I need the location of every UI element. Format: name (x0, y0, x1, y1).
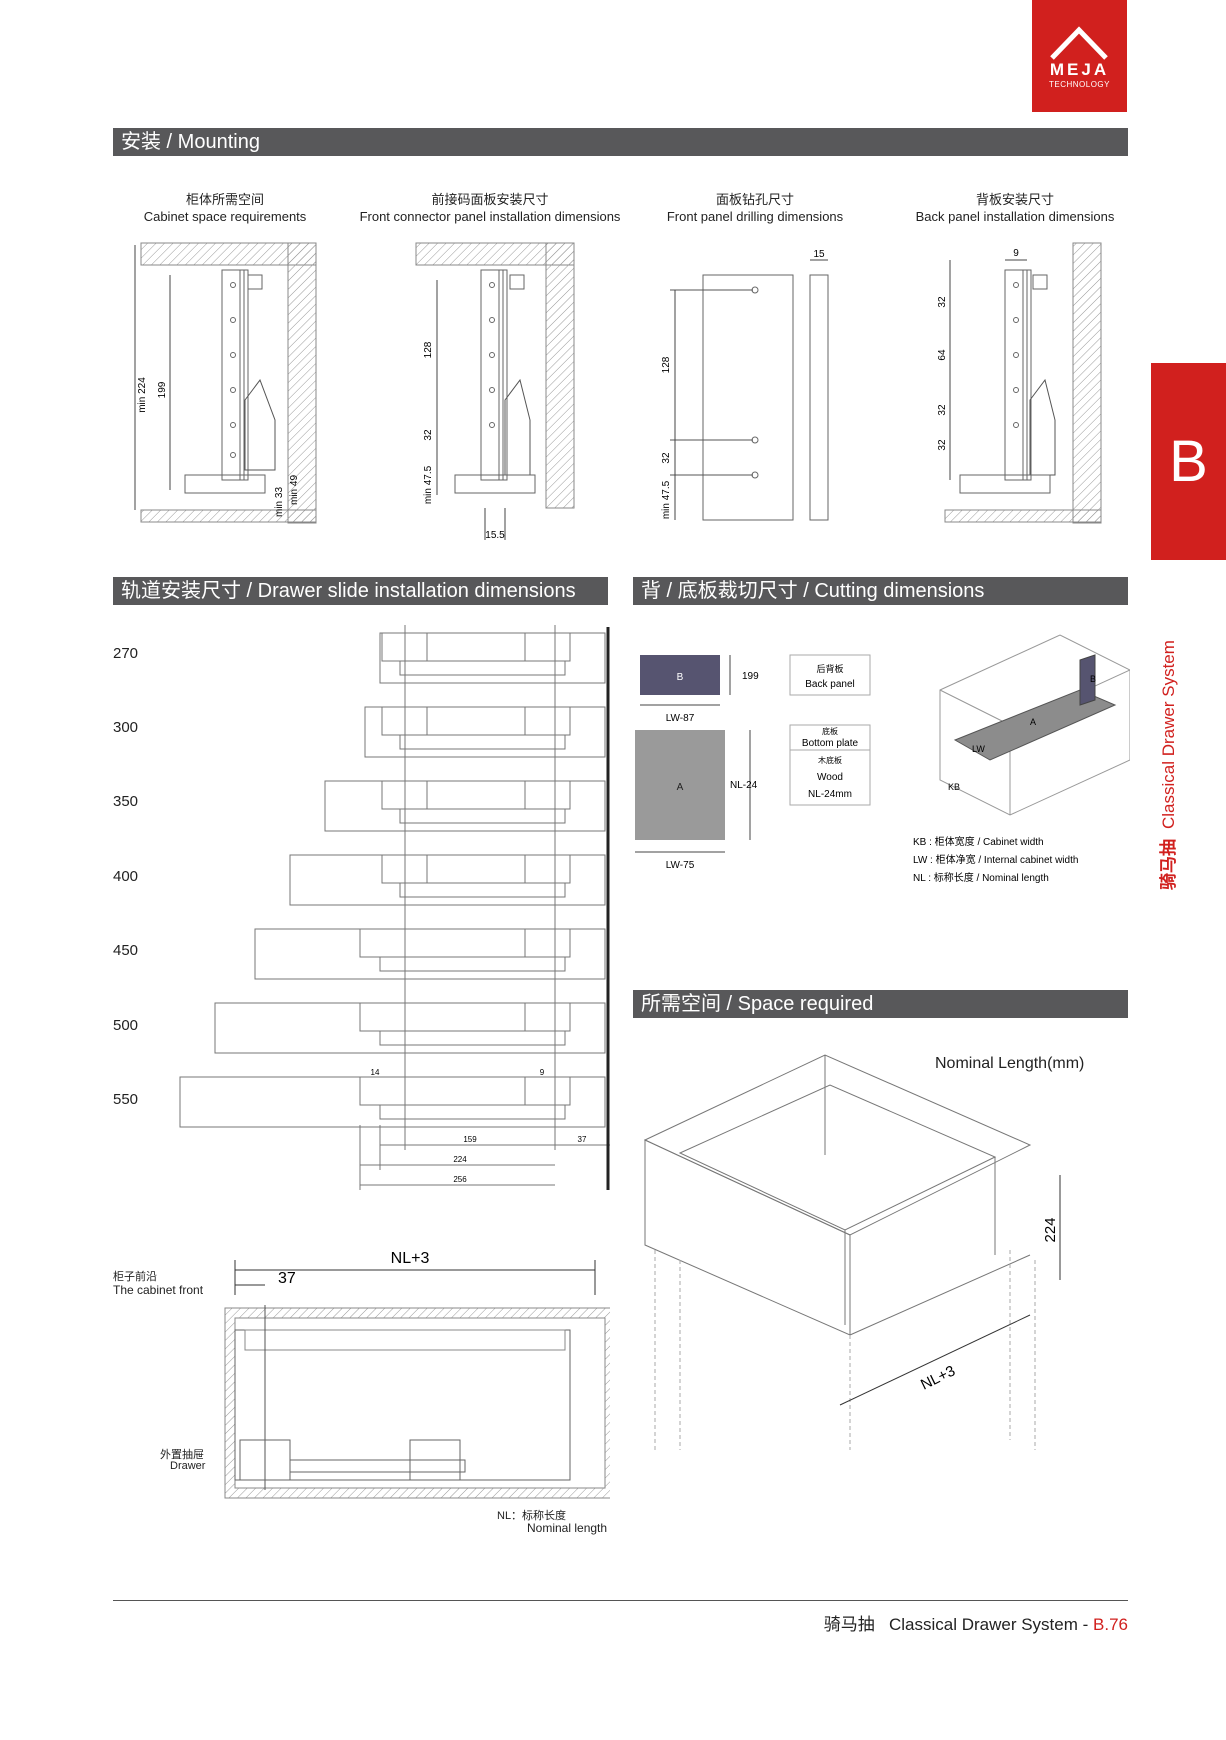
nl-label-en: Nominal length (527, 1521, 608, 1535)
back-panel-width: LW-87 (666, 713, 695, 724)
dim-64: 64 (937, 349, 948, 361)
cabinet-front-label-cn: 柜子前沿 (113, 1271, 157, 1283)
bottom-plate-label-en: Bottom plate (802, 738, 859, 749)
dim-nl-plus-3: NL+3 (391, 1250, 430, 1267)
dim-9: 9 (1013, 248, 1019, 259)
brand-sub: TECHNOLOGY (1048, 80, 1110, 89)
dim-min47-5: min 47.5 (423, 465, 434, 504)
back-panel-block (640, 655, 720, 695)
bottom-plate-letter: A (677, 782, 684, 793)
legend-lw: LW : 柜体净宽 / Internal cabinet width (913, 853, 1078, 866)
dim-min33: min 33 (274, 487, 285, 517)
bottom-plate-material-cn: 木底板 (818, 755, 842, 765)
iso-label-kb: KB (948, 782, 960, 792)
iso-bottom-plate (953, 689, 1117, 761)
back-panel-label-box (789, 654, 871, 696)
drawer-label-cn: 外置抽屉 (160, 1449, 204, 1461)
dim-199: 199 (157, 381, 168, 398)
space-title: Nominal Length(mm) (935, 1055, 1085, 1072)
footer: 骑马抽 Classical Drawer System - B.76 (824, 1610, 1128, 1635)
bottom-plate-material-box (789, 749, 871, 806)
footer-divider (113, 1600, 1128, 1601)
slide-dim-37: 37 (578, 1135, 587, 1144)
iso-back-panel (1079, 654, 1096, 706)
brand-name: MEJA (1049, 60, 1110, 79)
side-tab-letter: B (1151, 363, 1226, 560)
footer-en: Classical Drawer System - (888, 1615, 1089, 1634)
dim-15: 15 (813, 249, 825, 260)
slide-dim-159: 159 (463, 1135, 477, 1144)
section-slide-title: 轨道安装尺寸 / Drawer slide installation dimen… (113, 577, 608, 605)
back-panel-height: 199 (742, 671, 759, 682)
slide-dim-9: 9 (540, 1068, 545, 1077)
dim-128: 128 (423, 341, 434, 358)
bottom-plate-width: LW-75 (666, 860, 695, 871)
iso-label-lw: LW (972, 744, 985, 754)
bottom-plate-block (635, 730, 725, 840)
slide-dim-14: 14 (371, 1068, 380, 1077)
back-panel-label-en: Back panel (805, 679, 854, 690)
slide-length-500: 500 (113, 1017, 139, 1034)
side-tab-title: 骑马抽Classical Drawer System (1159, 640, 1178, 890)
footer-cn: 骑马抽 (823, 1615, 875, 1634)
slide-length-300: 300 (113, 719, 139, 736)
dim-min47-5: min 47.5 (661, 480, 672, 519)
dim-32: 32 (423, 429, 434, 441)
section-mounting-title: 安装 / Mounting (113, 128, 1128, 156)
dim-min49: min 49 (289, 475, 300, 505)
slide-length-270: 270 (113, 645, 139, 662)
iso-label-a: A (1030, 717, 1036, 727)
space-dim-224: 224 (1042, 1217, 1059, 1242)
bottom-plate-material-dim: NL-24mm (808, 789, 852, 800)
drawing-slide-installation: 14 9 159 37 224 256 (179, 625, 610, 1190)
slide-length-350: 350 (113, 793, 139, 810)
section-cutting-title: 背 / 底板裁切尺寸 / Cutting dimensions (633, 577, 1128, 605)
legend-nl: NL : 标称长度 / Nominal length (913, 871, 1049, 884)
slide-dim-256: 256 (453, 1175, 467, 1184)
back-panel-label-cn: 后背板 (816, 663, 843, 674)
drawing-front-connector: 128 32 min 47.5 15.5 (415, 242, 575, 541)
bottom-plate-material-en: Wood (817, 772, 843, 783)
dim-32-b: 32 (937, 404, 948, 416)
slide-length-550: 550 (113, 1091, 139, 1108)
dim-128: 128 (661, 356, 672, 373)
slide-length-450: 450 (113, 942, 139, 959)
section-space-title: 所需空间 / Space required (633, 990, 1128, 1018)
brand-logo: MEJA TECHNOLOGY (1032, 0, 1127, 112)
dim-15-5: 15.5 (485, 530, 505, 541)
cabinet-front-label-en: The cabinet front (113, 1283, 204, 1297)
dim-32-a: 32 (937, 296, 948, 308)
house-roof-icon (1050, 26, 1108, 60)
bottom-plate-height: NL-24 (730, 780, 758, 791)
drawing-cabinet-front: NL+3 37 (224, 1250, 610, 1499)
drawing-cutting: B 199 LW-87 A NL-24 LW-75 后背板 Back panel… (635, 634, 1130, 884)
iso-label-b: B (1090, 674, 1096, 684)
dim-32: 32 (661, 452, 672, 464)
drawing-cabinet-space: min 224 199 min 33 min 49 (134, 242, 317, 524)
space-dim-nl3: NL+3 (918, 1362, 958, 1393)
drawing-space-required: 224 NL+3 (643, 1054, 1061, 1450)
drawing-front-drilling: 15 128 32 min 47.5 (661, 249, 829, 521)
legend-kb: KB : 柜体宽度 / Cabinet width (913, 835, 1044, 848)
slide-length-400: 400 (113, 868, 139, 885)
bottom-plate-label-cn: 底板 (822, 726, 838, 736)
drawing-back-panel: 9 32 64 32 32 (937, 242, 1102, 524)
dim-min224: min 224 (137, 377, 148, 413)
drawer-label-en: Drawer (170, 1460, 206, 1472)
page-number: B.76 (1093, 1615, 1128, 1634)
slide-dim-224: 224 (453, 1155, 467, 1164)
nl-label-cn: NL：标称长度 (497, 1510, 567, 1522)
dim-32-c: 32 (937, 439, 948, 451)
dim-37: 37 (278, 1270, 296, 1287)
back-panel-letter: B (677, 672, 684, 683)
